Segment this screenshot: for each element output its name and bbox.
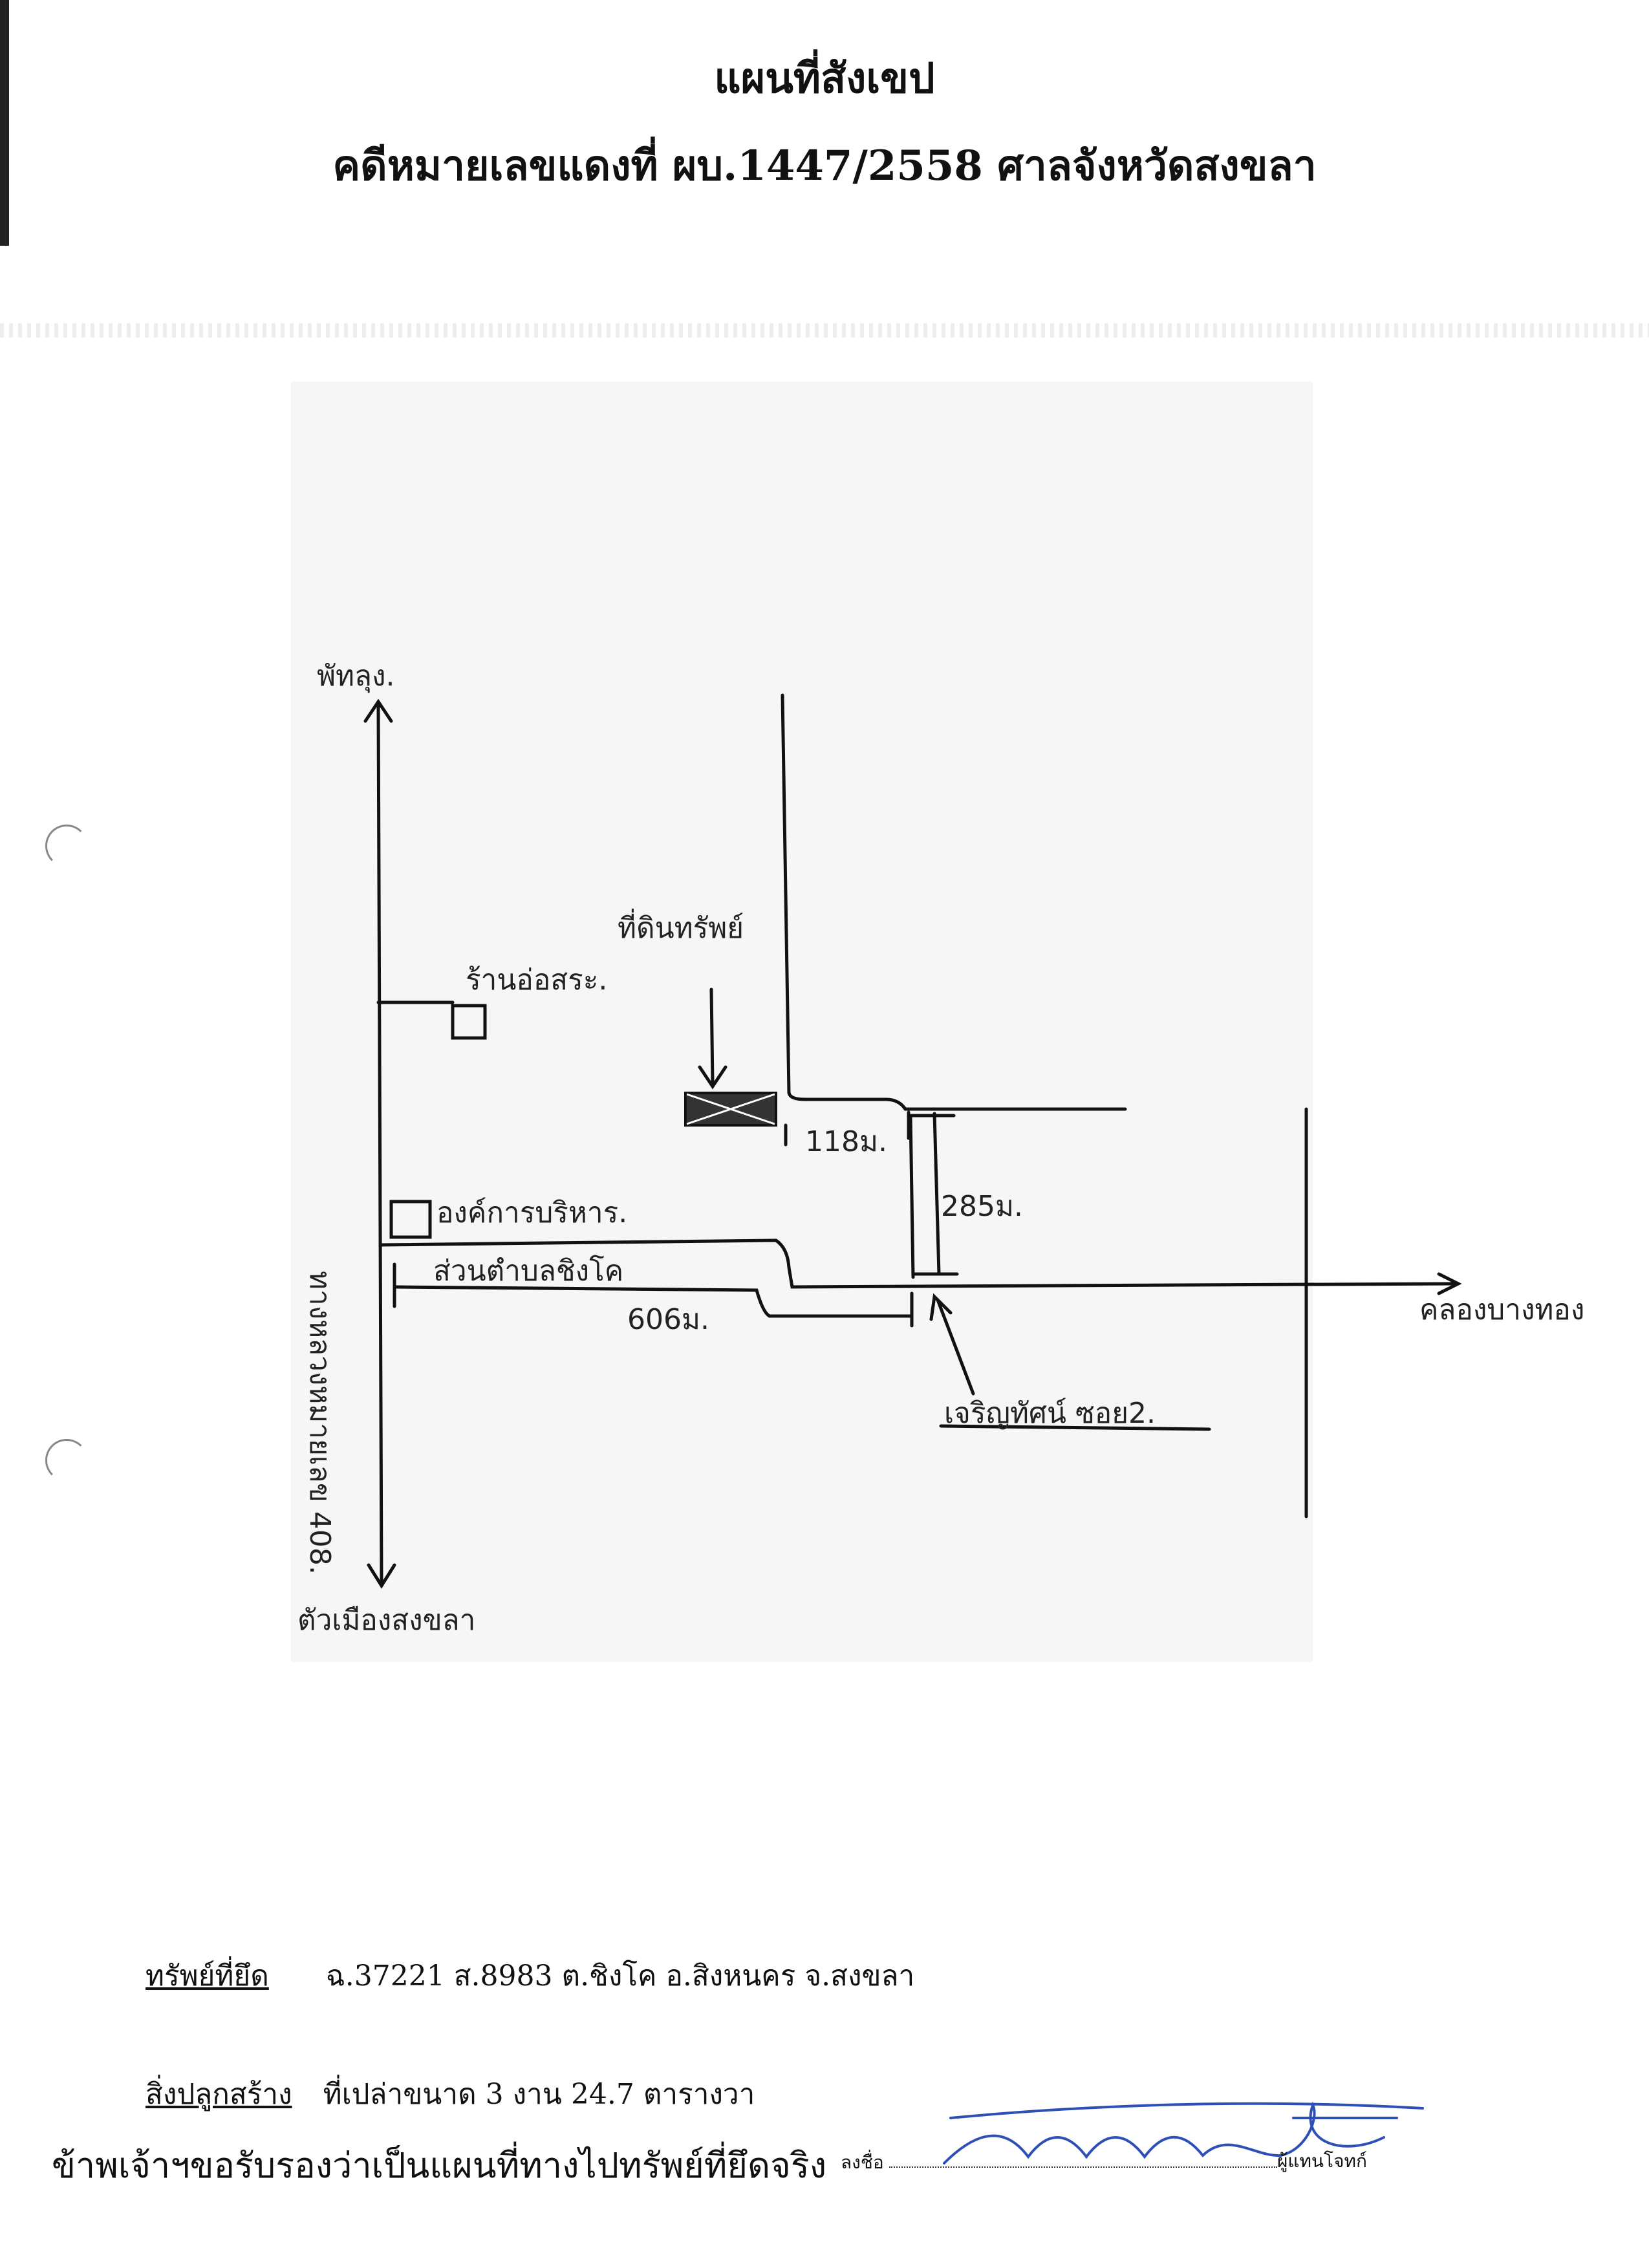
signature — [943, 2101, 1424, 2165]
scan-noise-line — [0, 323, 1649, 338]
case-subtitle: คดีหมายเลขแดงที่ ผบ.1447/2558 ศาลจังหวัด… — [332, 142, 1317, 190]
signer-role: ผู้แทนโจทก์ — [1277, 2150, 1367, 2172]
punch-hole-bottom — [45, 1439, 88, 1482]
south-label: ตัวเมืองสงขลา — [297, 1604, 476, 1637]
scan-edge — [0, 0, 9, 246]
seized-property-value: ฉ.37221 ส.8983 ต.ชิงโค อ.สิงหนคร จ.สงขลา — [325, 1960, 915, 1993]
north-label: พัทลุง. — [317, 660, 395, 693]
distance-606-label: 606ม. — [627, 1303, 709, 1336]
seized-location-label: ที่ดินทรัพย์ — [618, 912, 744, 945]
east-label: คลองบางทอง — [1419, 1293, 1585, 1326]
page-title: แผนที่สังเขป — [714, 54, 935, 103]
signature-line — [889, 2166, 1277, 2168]
distance-285-label: 285ม. — [941, 1190, 1023, 1223]
building-label: สิ่งปลูกสร้าง — [146, 2078, 292, 2111]
building-row: สิ่งปลูกสร้าง ที่เปล่าขนาด 3 งาน 24.7 ตา… — [146, 2071, 755, 2117]
sign-label: ลงชื่อ — [841, 2152, 884, 2173]
landmark1-label: ร้านอ่อสระ. — [466, 964, 608, 997]
side-road-label: ส่วนตำบลชิงโค — [433, 1255, 624, 1288]
seized-property-label: ทรัพย์ที่ยึด — [146, 1960, 269, 1993]
distance-118-label: 118ม. — [805, 1125, 887, 1158]
punch-hole-top — [45, 825, 88, 867]
junction-label: เจริญทัศน์ ซอย2. — [944, 1397, 1156, 1430]
highway-line — [376, 703, 383, 1586]
building-value: ที่เปล่าขนาด 3 งาน 24.7 ตารางวา — [323, 2078, 755, 2111]
arrow-east — [1437, 1272, 1462, 1295]
map-background — [291, 382, 1313, 1662]
certification-statement: ข้าพเจ้าฯขอรับรองว่าเป็นแผนที่ทางไปทรัพย… — [52, 2145, 827, 2186]
side-road — [378, 1238, 1457, 1289]
landmark2-label: องค์การบริหาร. — [436, 1196, 628, 1229]
seized-property-row: ทรัพย์ที่ยึด ฉ.37221 ส.8983 ต.ชิงโค อ.สิ… — [146, 1953, 914, 1998]
north-road — [781, 693, 1127, 1111]
arrow-north — [363, 698, 393, 723]
highway-label: ทางหลวงหมายเลข 408. — [303, 1271, 336, 1575]
arrow-south — [367, 1563, 396, 1589]
